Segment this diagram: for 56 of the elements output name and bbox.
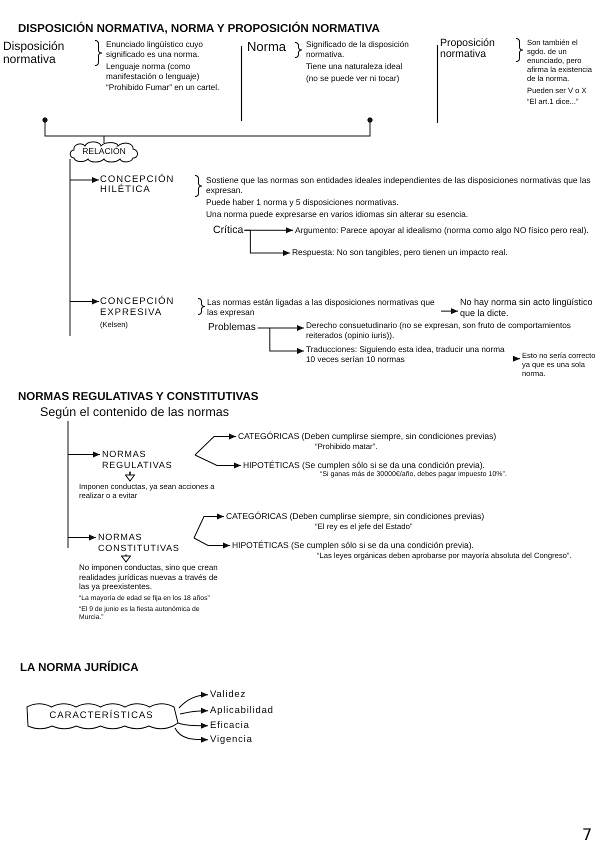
section-heading: LA NORMA JURÍDICA [20, 662, 139, 676]
note-text: (no se puede ver ni tocar) [306, 74, 400, 84]
term-heading: Disposición normativa [3, 40, 66, 66]
concept-heading: CONCEPCIÓN HILÉTICA [100, 175, 176, 196]
type-definition: CATEGÓRICAS (Deben cumplirse siempre, sin condiciones previas) [238, 431, 498, 442]
arrow [121, 554, 131, 562]
response-text: Respuesta: No son tangibles, pero tienen un impacto real. [292, 247, 508, 258]
example-quote: “Prohibido Fumar” en un cartel. [106, 83, 220, 94]
problem-text: Derecho consuetudinario (no se expresan, son fruto de comportamientos reiterados (opinio iuris)). [306, 321, 596, 341]
category-heading: NORMAS CONSTITUTIVAS [98, 532, 193, 554]
arrow [174, 728, 208, 743]
term-heading: Proposición normativa [440, 38, 496, 61]
branch-label: Crítica [213, 224, 244, 237]
section-heading: NORMAS REGULATIVAS Y CONSTITUTIVAS [18, 391, 258, 405]
arrow [178, 722, 208, 729]
arrow [180, 708, 208, 714]
definition-text: Significado de la disposición normativa. [306, 40, 410, 60]
argument-text: Argumento: Parece apoyar al idealismo (norma como algo NO físico pero real). [295, 225, 589, 236]
note-text: Una norma puede expresarse en varios idiomas sin alterar su esencia. [206, 209, 470, 220]
branch-label: Problemas [208, 322, 256, 334]
arrow [194, 434, 236, 456]
concept-heading: CONCEPCIÓN EXPRESIVA [100, 296, 176, 319]
type-definition: HIPOTÉTICAS (Se cumplen sólo si se da una condición previa). [243, 460, 486, 470]
arrow [178, 692, 208, 708]
arrow [244, 230, 290, 256]
conclusion-text: No hay norma sin acto lingüístico que la dicte. [460, 297, 598, 319]
arrow [194, 454, 242, 468]
definition-text: Sostiene que las normas son entidades ideales independientes de las disposiciones normativas que las expresan. [206, 175, 592, 196]
type-definition: HIPOTÉTICAS (Se cumplen sólo si se da una condición previa). [232, 540, 475, 550]
arrow [125, 472, 135, 482]
characteristic-text: Validez [210, 689, 246, 700]
arrow [68, 420, 96, 548]
connector-line [104, 117, 373, 144]
term-heading: Norma [247, 40, 288, 54]
page-number: 7 [582, 826, 592, 844]
category-heading: NORMAS REGULATIVAS [102, 449, 194, 471]
characteristic-text: Vigencia [210, 734, 253, 746]
definition-text: Enunciado lingüístico cuyo significado es una norma. [106, 40, 204, 60]
arrow [194, 514, 224, 538]
topic-label: RELACIÓN [82, 146, 126, 157]
subheading-text: Según el contenido de las normas [40, 405, 230, 420]
topic-label: CARACTERÍSTICAS [49, 710, 154, 722]
arrow [257, 328, 304, 354]
arrow [194, 538, 230, 548]
characteristic-text: Eficacia [210, 720, 250, 732]
characteristic-text: Aplicabilidad [210, 705, 274, 716]
description-text: No imponen conductas, sino que crean realidades jurídicas nuevas a través de las ya preexistentes. [79, 563, 219, 592]
type-definition: CATEGÓRICAS (Deben cumplirse siempre, sin condiciones previas) [226, 511, 486, 522]
arrow [440, 308, 458, 314]
note-text: Lenguaje norma (como manifestación o lenguaje) [106, 62, 200, 82]
problem-text: Traducciones: Siguiendo esta idea, traducir una norma 10 veces serían 10 normas [306, 345, 511, 365]
definition-text: Las normas están ligadas a las disposiciones normativas que las expresan [207, 297, 439, 318]
arrow [512, 356, 520, 362]
note-text: Puede haber 1 norma y 5 disposiciones normativas. [206, 197, 400, 208]
note-text: Tiene una naturaleza ideal [306, 62, 404, 72]
page-title: DISPOSICIÓN NORMATIVA, NORMA Y PROPOSICIÓN NORMATIVA [18, 23, 380, 37]
